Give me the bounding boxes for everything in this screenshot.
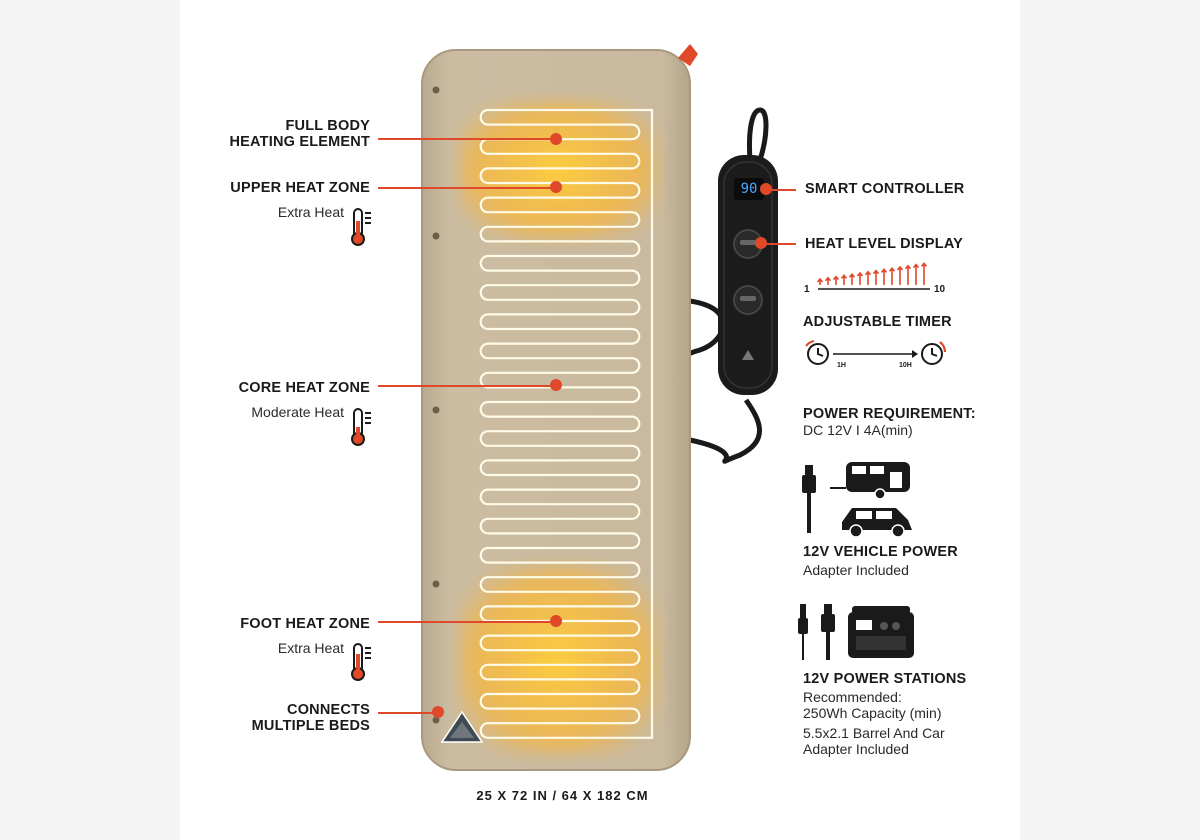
right-margin-panel <box>1020 0 1200 840</box>
label-heat-level-text: HEAT LEVEL DISPLAY <box>805 236 964 252</box>
brand-triangle-logo <box>440 710 484 743</box>
marker-core-zone <box>550 379 562 391</box>
leader-line-upper-zone <box>378 187 556 189</box>
heating-wire-path <box>479 108 654 739</box>
label-foot-zone: FOOT HEAT ZONE Extra Heat <box>110 616 370 656</box>
barrel-plug-icon <box>798 604 808 660</box>
label-power-stations-line2: 250Wh Capacity (min) <box>803 705 942 721</box>
heat-level-arrow <box>920 262 928 285</box>
label-upper-zone: UPPER HEAT ZONE Extra Heat <box>110 180 370 220</box>
heat-scale-min: 1 <box>804 284 810 295</box>
pull-tab <box>678 44 698 66</box>
clock-icon <box>805 340 829 365</box>
heat-level-arrow <box>904 264 912 285</box>
label-power-requirement-value: DC 12V I 4A(min) <box>803 422 913 438</box>
marker-heat-level <box>755 237 767 249</box>
label-upper-zone-title: UPPER HEAT ZONE <box>230 180 370 196</box>
leader-line-smart-controller <box>770 189 796 191</box>
label-power-stations-line1: Recommended: <box>803 689 902 705</box>
heat-level-arrow <box>888 266 896 285</box>
power-station-icon <box>848 606 914 658</box>
foot-heat-glow <box>458 565 658 755</box>
label-adjustable-timer-text: ADJUSTABLE TIMER <box>803 314 952 330</box>
heat-level-arrow <box>856 271 864 285</box>
timer-scale-max: 10H <box>899 362 912 369</box>
label-connects-line2: MULTIPLE BEDS <box>251 718 370 734</box>
label-connects: CONNECTS MULTIPLE BEDS <box>110 702 370 734</box>
heat-level-arrow <box>832 275 840 285</box>
mat-dimensions: 25 X 72 IN / 64 X 182 CM <box>476 788 649 803</box>
timer-scale-min: 1H <box>837 362 846 369</box>
leader-line-full-body <box>378 138 556 140</box>
controller-display-digits: 90 <box>740 181 758 197</box>
thermometer-icon <box>351 208 371 246</box>
snap-button <box>432 580 440 588</box>
label-smart-controller-text: SMART CONTROLLER <box>805 181 965 197</box>
snap-button <box>432 716 440 724</box>
heat-level-arrow <box>864 270 872 285</box>
label-power-requirement-title: POWER REQUIREMENT: <box>803 406 976 422</box>
thermometer-icon <box>351 643 371 681</box>
heat-level-arrow <box>848 272 856 285</box>
clock-icon <box>921 341 947 365</box>
snap-button <box>432 86 440 94</box>
label-connects-line1: CONNECTS <box>287 702 370 718</box>
label-power-stations-line4: Adapter Included <box>803 741 909 757</box>
thermometer-icon <box>351 408 371 446</box>
label-smart-controller: SMART CONTROLLER <box>805 181 964 197</box>
heat-scale-max: 10 <box>934 284 946 295</box>
heat-level-arrow <box>824 276 832 285</box>
label-vehicle-power: 12V VEHICLE POWER Adapter Included <box>803 544 958 578</box>
marker-connects <box>432 706 444 718</box>
smart-controller-device <box>718 155 778 395</box>
leader-line-foot-zone <box>378 621 556 623</box>
marker-smart-controller <box>760 183 772 195</box>
heating-element-wire <box>479 108 654 739</box>
label-foot-zone-title: FOOT HEAT ZONE <box>240 616 370 632</box>
snap-button <box>432 406 440 414</box>
marker-upper-zone <box>550 181 562 193</box>
heat-level-arrow <box>896 265 904 285</box>
upper-heat-glow <box>458 100 658 240</box>
marker-full-body <box>550 133 562 145</box>
label-power-requirement: POWER REQUIREMENT: DC 12V I 4A(min) <box>803 406 976 438</box>
label-full-body: FULL BODY HEATING ELEMENT <box>110 118 370 150</box>
label-vehicle-power-title: 12V VEHICLE POWER <box>803 544 958 560</box>
label-core-zone-title: CORE HEAT ZONE <box>238 380 370 396</box>
heat-level-arrow <box>840 274 848 285</box>
marker-foot-zone <box>550 615 562 627</box>
label-full-body-line2: HEATING ELEMENT <box>229 134 370 150</box>
leader-line-core-zone <box>378 385 556 387</box>
leader-line-connects <box>378 712 438 714</box>
timer-graphic <box>805 340 947 365</box>
label-heat-level-display: HEAT LEVEL DISPLAY <box>805 236 963 252</box>
heat-level-scale <box>816 262 928 285</box>
rv-trailer-icon <box>830 462 910 500</box>
label-full-body-line1: FULL BODY <box>285 118 370 134</box>
label-vehicle-power-sub: Adapter Included <box>803 562 909 578</box>
label-adjustable-timer: ADJUSTABLE TIMER <box>803 314 952 330</box>
heat-level-arrow <box>912 263 920 285</box>
car-plug-icon <box>821 604 835 660</box>
label-upper-zone-sub: Extra Heat <box>277 204 344 220</box>
label-power-stations: 12V POWER STATIONS Recommended: 250Wh Ca… <box>803 671 966 757</box>
label-core-zone-sub: Moderate Heat <box>251 404 344 420</box>
heat-level-arrow <box>880 268 888 285</box>
label-power-stations-line3: 5.5x2.1 Barrel And Car <box>803 725 945 741</box>
left-margin-panel <box>0 0 180 840</box>
heat-level-arrow <box>816 277 824 285</box>
car-plug-icon <box>802 465 816 533</box>
heat-level-arrow <box>872 269 880 285</box>
label-foot-zone-sub: Extra Heat <box>277 640 344 656</box>
label-core-zone: CORE HEAT ZONE Moderate Heat <box>110 380 370 420</box>
suv-icon <box>842 508 912 538</box>
leader-line-heat-level <box>765 243 796 245</box>
snap-button <box>432 232 440 240</box>
controller-cable <box>747 107 769 161</box>
label-power-stations-title: 12V POWER STATIONS <box>803 671 967 687</box>
